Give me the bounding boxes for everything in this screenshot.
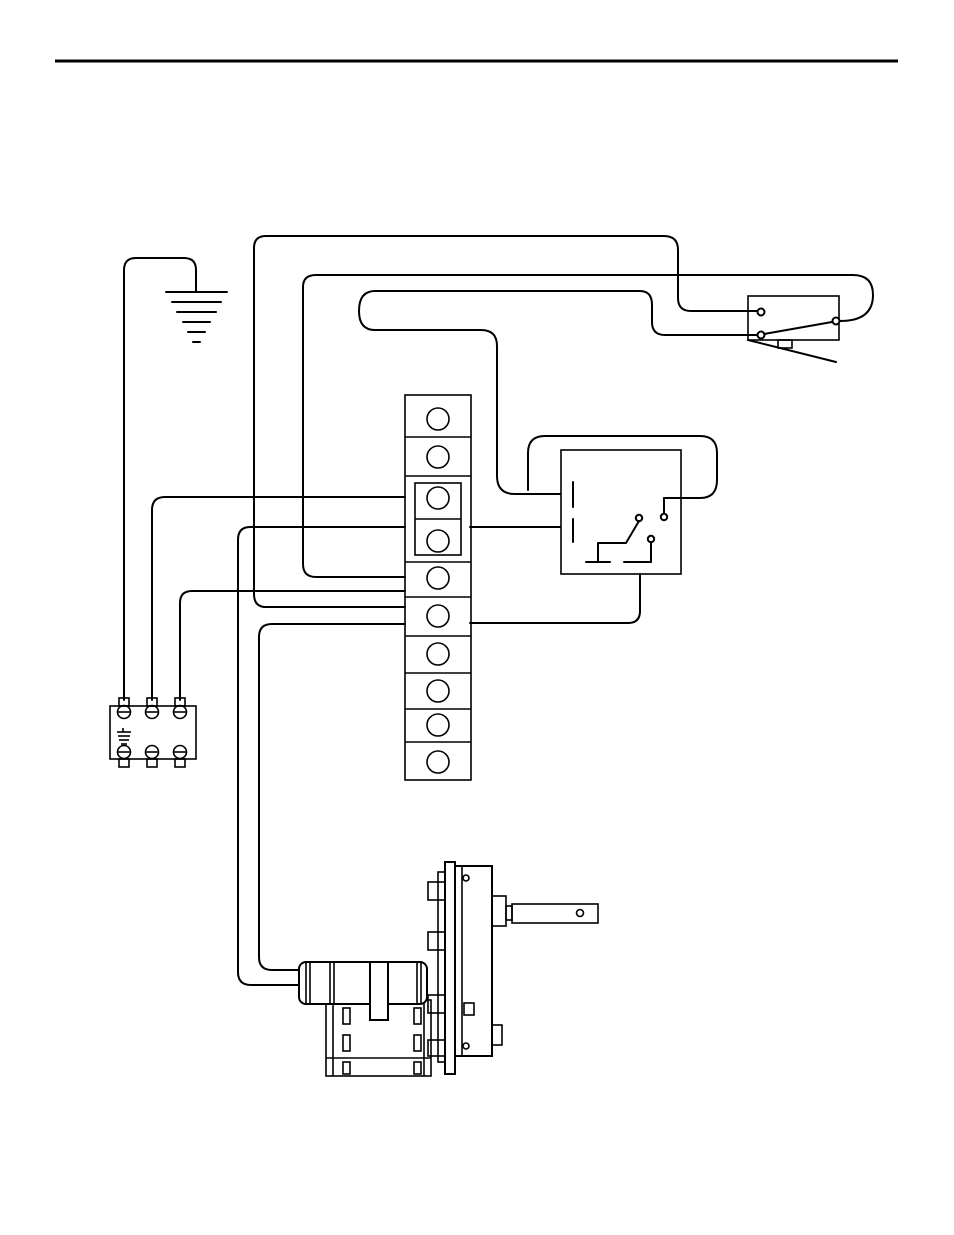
ground-symbol-icon	[166, 276, 227, 342]
wire-motor-a	[238, 527, 405, 985]
wire-ground	[124, 258, 196, 700]
wire-motor-b	[259, 624, 405, 970]
wire-relay-switch	[359, 291, 760, 494]
gear-motor-icon	[299, 862, 598, 1076]
power-connector-icon	[110, 698, 196, 767]
terminal-strip-icon	[405, 395, 471, 780]
relay-switch-icon	[561, 450, 681, 574]
microswitch-icon	[748, 296, 840, 362]
wire-relay-coil-loop	[528, 436, 717, 498]
wire-relay-return	[470, 574, 640, 623]
wire-switch-loop	[303, 275, 873, 577]
wiring-harness	[124, 236, 873, 985]
